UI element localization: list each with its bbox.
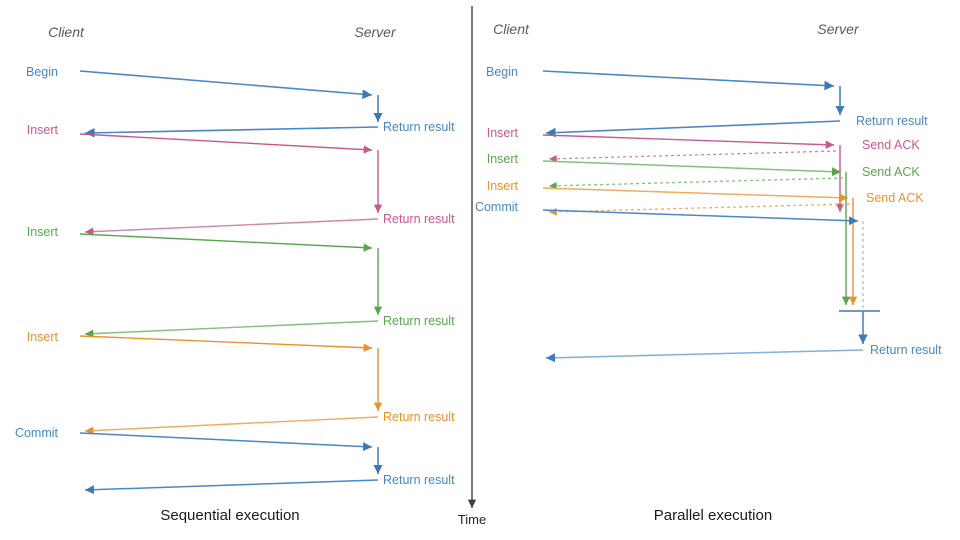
label-return-result-seq-1: Return result xyxy=(383,120,455,134)
message-arrow-return-4 xyxy=(84,416,379,435)
label-return-result-seq-4: Return result xyxy=(383,410,455,424)
message-arrow-begin-2 xyxy=(542,70,835,91)
ack-arrow-green xyxy=(548,177,844,190)
label-return-result-par-2: Return result xyxy=(870,343,942,357)
label-send-ack-2: Send ACK xyxy=(862,165,920,179)
message-arrow-return-6 xyxy=(545,120,841,138)
label-send-ack-3: Send ACK xyxy=(866,191,924,205)
label-insert-seq-2: Insert xyxy=(27,225,59,239)
caption-parallel-execution: Parallel execution xyxy=(654,507,772,524)
lane-title-client-parallel: Client xyxy=(493,21,530,37)
message-arrow-return-2 xyxy=(84,218,379,236)
message-arrow-insert-5 xyxy=(542,160,842,177)
message-arrow-return-3 xyxy=(84,320,379,338)
label-commit-sequential: Commit xyxy=(15,426,59,440)
label-return-result-seq-2: Return result xyxy=(383,212,455,226)
ack-arrow-pink xyxy=(548,150,837,163)
lane-title-server-sequential: Server xyxy=(354,24,397,40)
label-return-result-par-1: Return result xyxy=(856,114,928,128)
message-arrow-insert-4 xyxy=(542,134,835,149)
label-return-result-seq-5: Return result xyxy=(383,473,455,487)
message-arrow-insert-1 xyxy=(79,133,373,154)
panel-sequential: Client Server Begin xyxy=(15,24,455,524)
label-insert-par-1: Insert xyxy=(487,126,519,140)
message-arrow-return-1 xyxy=(84,126,379,138)
label-insert-seq-3: Insert xyxy=(27,330,59,344)
message-arrow-return-5 xyxy=(84,479,379,495)
lane-title-client-sequential: Client xyxy=(48,24,85,40)
message-arrow-return-7 xyxy=(545,349,864,363)
message-arrow-insert-6 xyxy=(542,187,849,203)
time-axis-label: Time xyxy=(458,512,486,527)
label-begin-sequential: Begin xyxy=(26,65,58,79)
label-insert-seq-1: Insert xyxy=(27,123,59,137)
label-return-result-seq-3: Return result xyxy=(383,314,455,328)
panel-parallel: Client Server xyxy=(475,21,942,524)
message-arrow-commit-2 xyxy=(542,209,859,226)
label-send-ack-1: Send ACK xyxy=(862,138,920,152)
ack-arrow-orange xyxy=(548,203,851,216)
message-arrow-commit-1 xyxy=(79,432,373,452)
message-arrow-insert-2 xyxy=(79,233,373,252)
label-insert-par-3: Insert xyxy=(487,179,519,193)
label-commit-parallel: Commit xyxy=(475,200,519,214)
label-insert-par-2: Insert xyxy=(487,152,519,166)
caption-sequential-execution: Sequential execution xyxy=(160,507,299,524)
label-begin-parallel: Begin xyxy=(486,65,518,79)
message-arrow-begin-1 xyxy=(79,70,373,99)
message-arrow-insert-3 xyxy=(79,335,373,352)
lane-title-server-parallel: Server xyxy=(817,21,860,37)
